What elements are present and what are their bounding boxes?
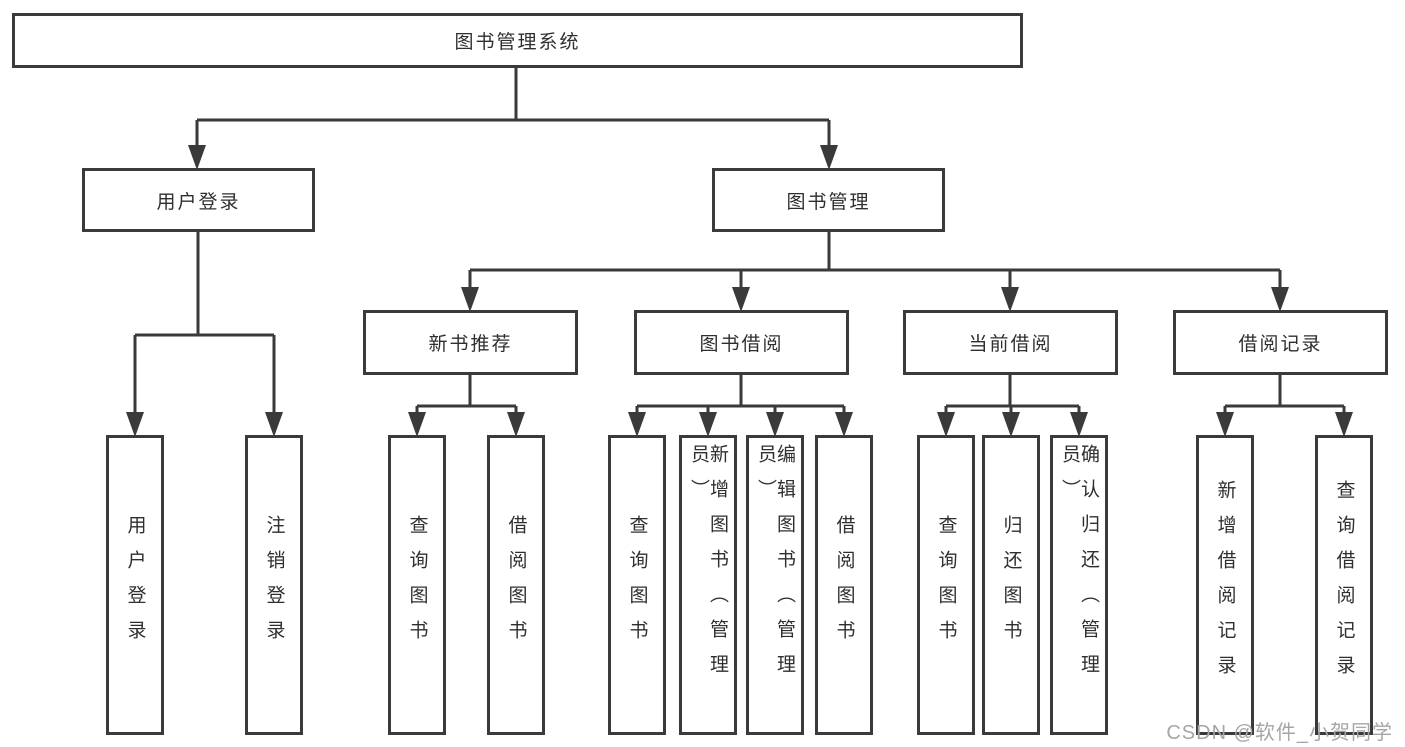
leaf-return-books: 归还图书: [982, 435, 1040, 735]
leaf-edit-books-admin: 编辑图书（管理员）: [746, 435, 804, 735]
node-current-borrowing: 当前借阅: [903, 310, 1118, 375]
leaf-confirm-return-admin: 确认归还（管理员）: [1050, 435, 1108, 735]
leaf-query-books-borrowing: 查询图书: [608, 435, 666, 735]
leaf-borrow-books-recommend: 借阅图书: [487, 435, 545, 735]
node-book-management: 图书管理: [712, 168, 945, 232]
node-book-borrowing: 图书借阅: [634, 310, 849, 375]
leaf-add-books-admin: 新增图书（管理员）: [679, 435, 737, 735]
node-library-management-system: 图书管理系统: [12, 13, 1023, 68]
node-new-book-recommend: 新书推荐: [363, 310, 578, 375]
leaf-add-borrow-record: 新增借阅记录: [1196, 435, 1254, 735]
leaf-query-borrow-record: 查询借阅记录: [1315, 435, 1373, 735]
node-user-login: 用户登录: [82, 168, 315, 232]
csdn-watermark: CSDN @软件_小贺同学: [1166, 722, 1393, 744]
node-borrowing-records: 借阅记录: [1173, 310, 1388, 375]
leaf-logout: 注销登录: [245, 435, 303, 735]
leaf-borrow-books-borrowing: 借阅图书: [815, 435, 873, 735]
leaf-query-books-recommend: 查询图书: [388, 435, 446, 735]
leaf-user-login: 用户登录: [106, 435, 164, 735]
leaf-query-books-current: 查询图书: [917, 435, 975, 735]
